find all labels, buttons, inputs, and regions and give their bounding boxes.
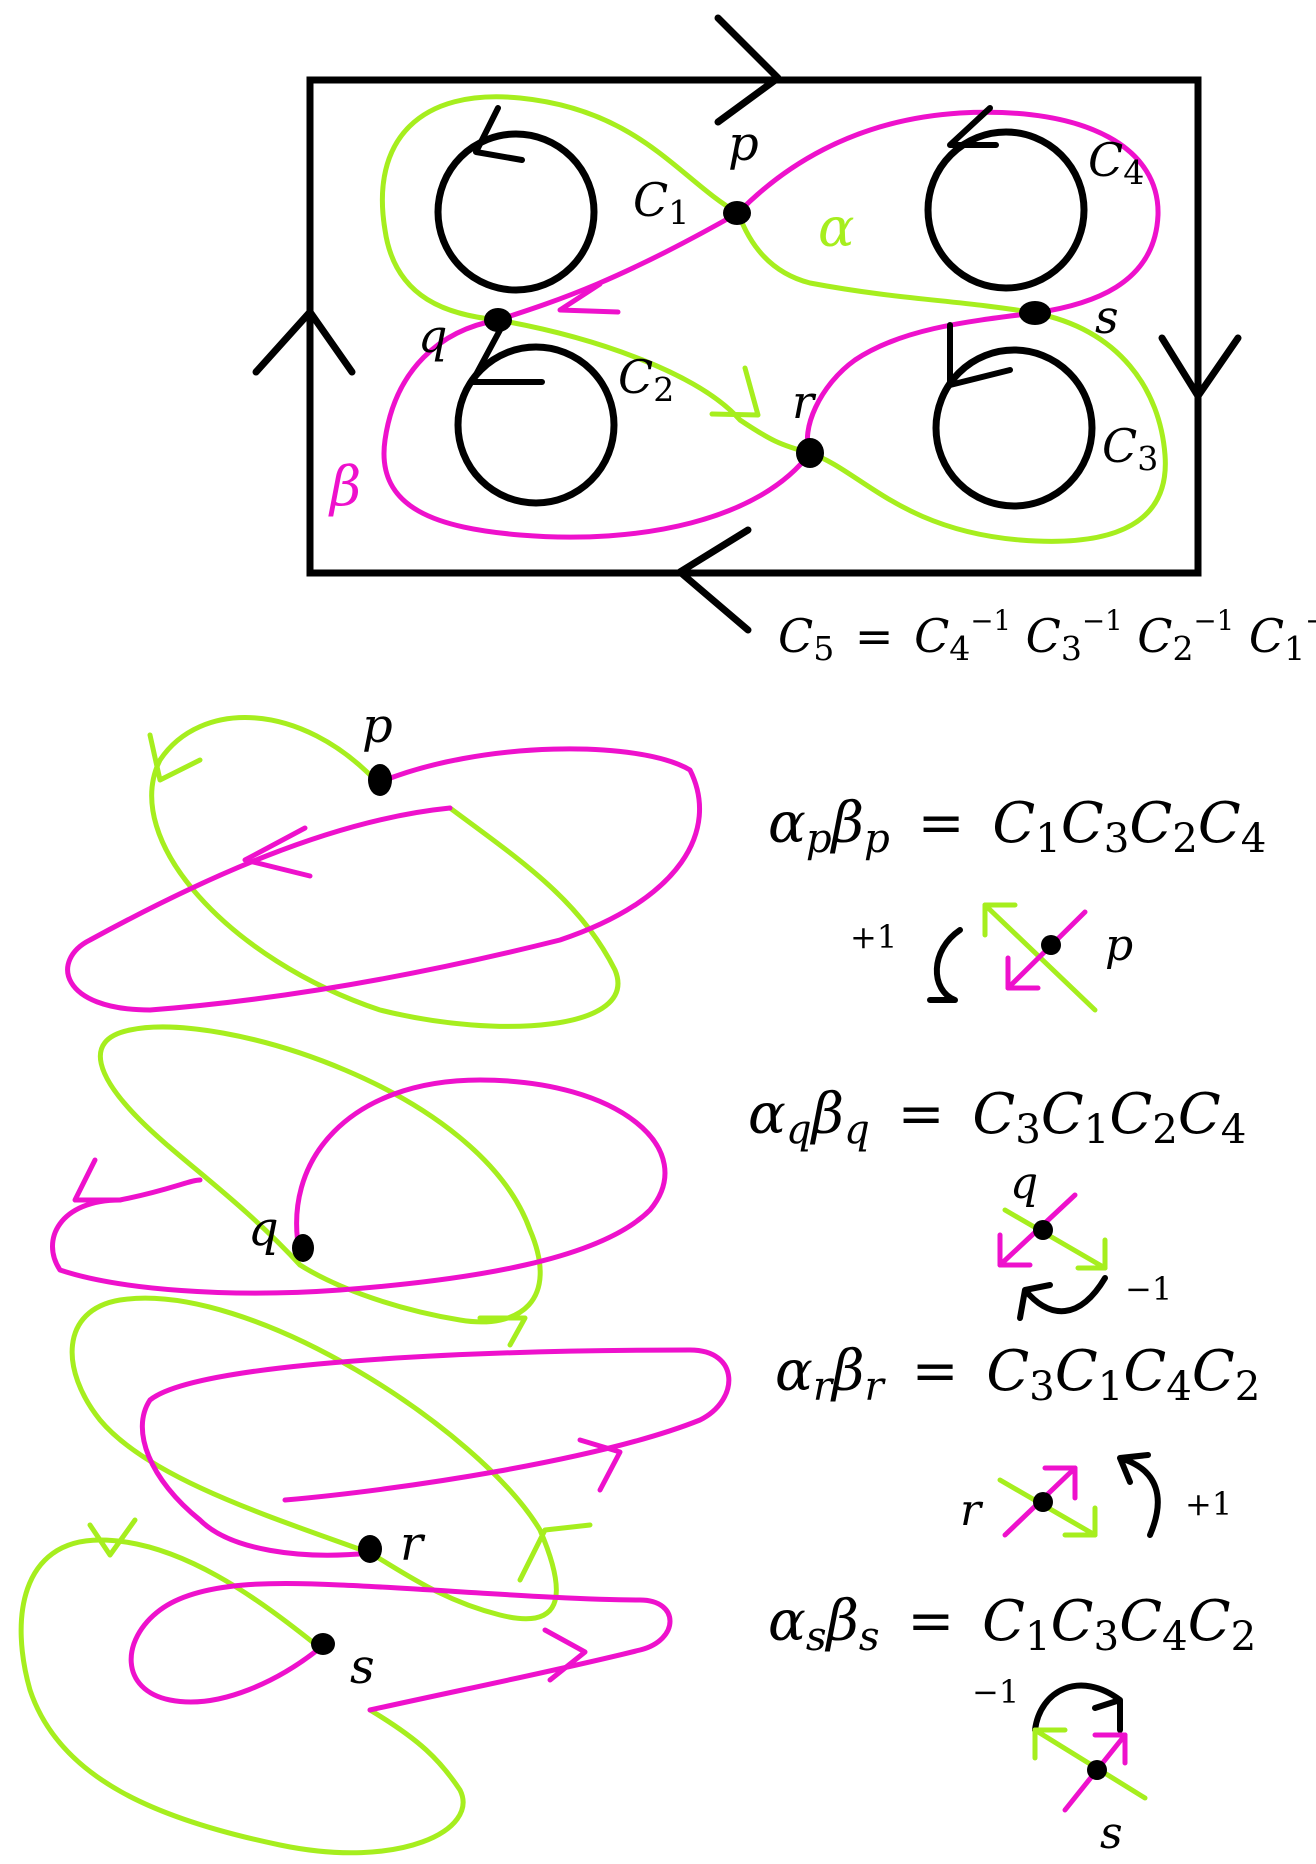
resolution-q-sketch: q [50, 1024, 668, 1348]
equation-p: αpβp = C1C3C2C4 +1 p [768, 791, 1266, 1013]
svg-text:r: r [400, 1516, 426, 1572]
resolution-s-sketch: s [18, 1517, 673, 1856]
equation-r: αrβr = C3C1C4C2 r +1 [775, 1339, 1260, 1538]
svg-text:q: q [1010, 1158, 1038, 1209]
circle-c2 [454, 327, 618, 507]
circle-c1 [434, 105, 598, 294]
beta-curve [381, 109, 1161, 540]
svg-text:αpβp = C1C3C2C4: αpβp = C1C3C2C4 [768, 791, 1266, 866]
svg-text:+1: +1 [850, 918, 897, 956]
point-p-dot [723, 201, 751, 225]
svg-text:−1: −1 [972, 1673, 1019, 1711]
label-q: q [418, 309, 447, 363]
boundary-arrow-left [252, 308, 356, 376]
svg-text:q: q [248, 1201, 279, 1257]
svg-text:r: r [960, 1485, 984, 1536]
svg-text:p: p [1105, 920, 1133, 971]
svg-text:s: s [350, 1639, 375, 1695]
circle-c3 [932, 322, 1096, 510]
surface-boundary [306, 76, 1202, 577]
label-s: s [1095, 290, 1119, 344]
svg-text:+1: +1 [1185, 1485, 1232, 1523]
label-c2: C2 [618, 350, 674, 409]
label-c3: C3 [1102, 419, 1158, 478]
svg-text:αqβq = C3C1C2C4: αqβq = C3C1C2C4 [748, 1082, 1246, 1157]
top-surface-diagram: p q r s α β C1 C2 C3 C4 C5 = C4−1 C3−1 C… [252, 14, 1316, 671]
label-alpha: α [818, 196, 854, 259]
beta-direction-arrow [557, 281, 621, 315]
equation-q: αqβq = C3C1C2C4 q −1 [748, 1082, 1246, 1321]
boundary-arrow-bottom [676, 526, 752, 634]
svg-text:αrβr = C3C1C4C2: αrβr = C3C1C4C2 [775, 1339, 1260, 1414]
label-c4: C4 [1088, 133, 1144, 192]
point-s-dot [1019, 301, 1051, 325]
boundary-arrow-top [714, 14, 782, 126]
label-c1: C1 [633, 173, 689, 232]
alpha-direction-arrow [709, 365, 761, 418]
label-r: r [792, 375, 817, 429]
boundary-arrow-right [1158, 334, 1242, 400]
resolution-r-sketch: r [69, 1295, 732, 1622]
svg-text:p: p [362, 698, 393, 754]
boundary-relation: C5 = C4−1 C3−1 C2−1 C1−1 [778, 587, 1316, 671]
point-r-dot [796, 438, 824, 468]
svg-text:−1: −1 [1125, 1270, 1172, 1308]
label-p: p [728, 116, 759, 172]
circle-c4 [924, 105, 1088, 292]
svg-text:s: s [1100, 1808, 1123, 1859]
point-q-dot [484, 308, 512, 332]
label-beta: β [328, 455, 361, 518]
equation-s: αsβs = C1C3C4C2 −1 s [768, 1589, 1256, 1859]
svg-text:αsβs = C1C3C4C2: αsβs = C1C3C4C2 [768, 1589, 1256, 1664]
resolution-p-sketch: p [65, 698, 702, 1029]
